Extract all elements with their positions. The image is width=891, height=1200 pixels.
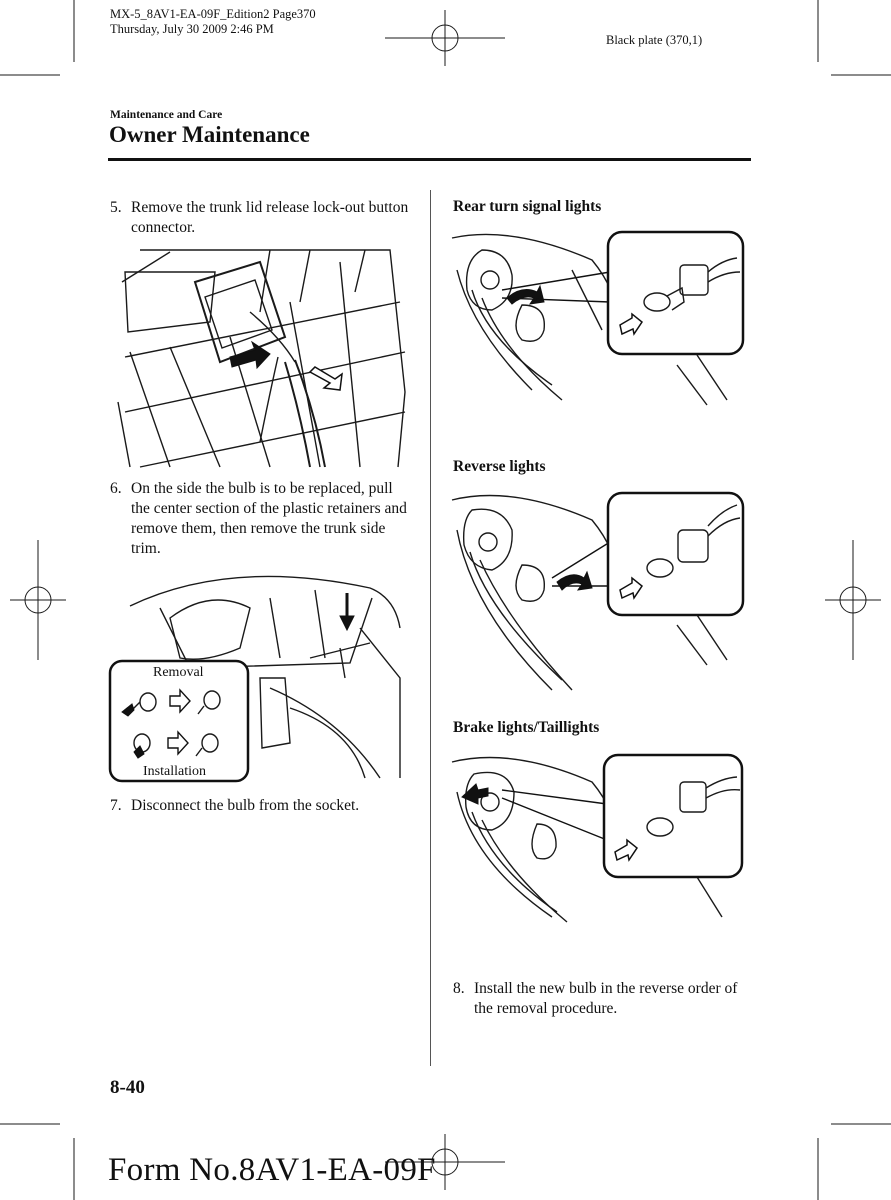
form-number: Form No.8AV1-EA-09F [108,1152,436,1188]
inset-installation-label: Installation [143,764,206,779]
header-plate: Black plate (370,1) [606,33,703,47]
trunk-trim-illustration [108,575,401,783]
step-7: 7. Disconnect the bulb from the socket. [110,796,410,816]
page-title: Owner Maintenance [109,122,310,147]
step-8: 8. Install the new bulb in the reverse o… [453,979,753,1019]
step-7-number: 7. [110,797,122,814]
registration-mark-right [825,540,881,660]
inset-removal-label: Removal [153,665,204,680]
header-doc-id: MX-5_8AV1-EA-09F_Edition2 Page370 [110,7,316,21]
step-8-number: 8. [453,980,465,997]
step-5: 5. Remove the trunk lid release lock-out… [110,198,410,238]
heading-brake-lights-taillights: Brake lights/Taillights [453,719,600,736]
step-5-number: 5. [110,199,122,216]
reverse-lights-illustration [451,491,745,691]
step-6-number: 6. [110,480,122,497]
rear-turn-signal-illustration [451,230,745,406]
step-5-text: Remove the trunk lid release lock-out bu… [131,199,409,236]
brake-lights-illustration [451,753,744,923]
step-6: 6. On the side the bulb is to be replace… [110,479,410,559]
step-8-text: Install the new bulb in the reverse orde… [474,980,738,1017]
registration-mark-left [10,540,66,660]
registration-mark-bottom [385,1134,505,1190]
title-rule [108,158,751,161]
registration-mark-top [385,10,505,66]
heading-reverse-lights: Reverse lights [453,458,546,475]
connector-illustration [117,249,406,468]
section-label: Maintenance and Care [110,109,223,121]
page-number: 8-40 [110,1077,145,1098]
step-7-text: Disconnect the bulb from the socket. [131,797,360,814]
header-datetime: Thursday, July 30 2009 2:46 PM [110,22,274,36]
column-divider [430,190,431,1066]
heading-rear-turn-signal-lights: Rear turn signal lights [453,198,602,215]
step-6-text: On the side the bulb is to be replaced, … [131,480,407,557]
